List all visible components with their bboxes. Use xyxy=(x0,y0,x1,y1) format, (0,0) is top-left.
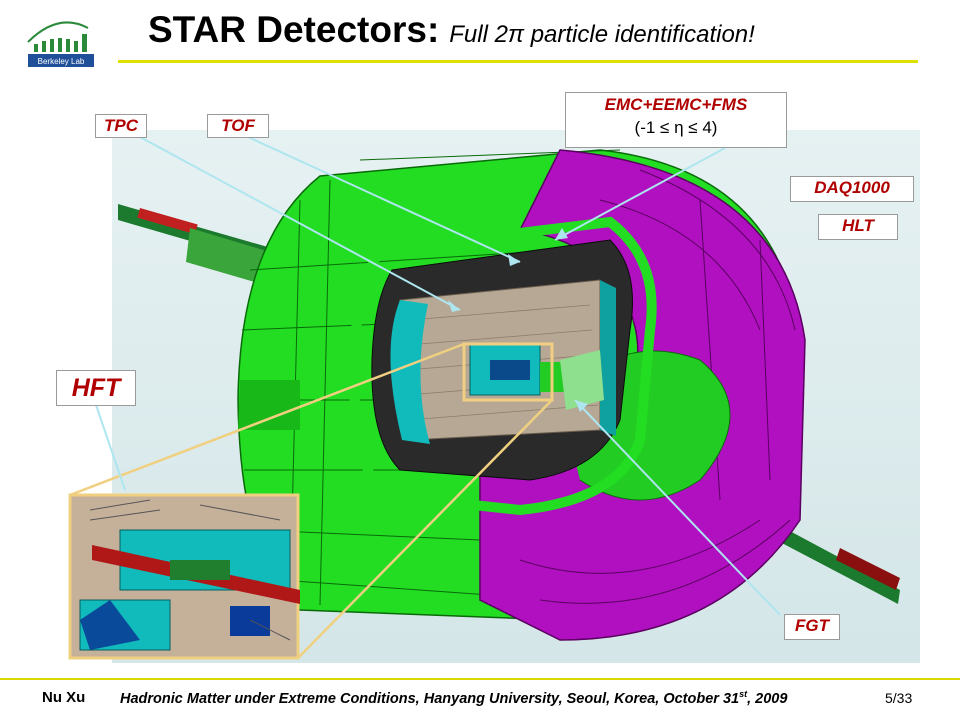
eta-range-label: (-1 ≤ η ≤ 4) xyxy=(634,118,718,137)
emc-label-box: EMC+EEMC+FMS (-1 ≤ η ≤ 4) xyxy=(565,92,787,148)
zoom-connector-lines xyxy=(69,342,553,659)
emc-label: EMC+EEMC+FMS xyxy=(604,95,748,114)
title-subtitle: Full 2π particle identification! xyxy=(449,21,755,48)
title-colon: : xyxy=(426,9,440,50)
slide-footer: Nu Xu Hadronic Matter under Extreme Cond… xyxy=(0,670,960,720)
hft-zoom-inset xyxy=(68,493,300,660)
daq1000-label: DAQ1000 xyxy=(790,176,914,202)
berkeley-lab-logo: Berkeley Lab xyxy=(14,8,104,70)
callout-arrowheads xyxy=(448,228,588,412)
tof-label: TOF xyxy=(207,114,269,138)
emc-barrel xyxy=(348,216,657,516)
footer-venue-sup: st xyxy=(739,689,748,699)
footer-venue-tail: , 2009 xyxy=(747,690,788,707)
title-main: STAR Detectors xyxy=(148,9,427,50)
callout-lines xyxy=(94,136,781,616)
hft-central-region xyxy=(469,344,604,410)
title-underline xyxy=(118,60,918,63)
footer-author: Nu Xu xyxy=(42,689,86,706)
tpc-label: TPC xyxy=(95,114,147,138)
slide-title: STAR Detectors: Full 2π particle identifi… xyxy=(148,6,755,62)
footer-venue: Hadronic Matter under Extreme Conditions… xyxy=(120,689,787,707)
hlt-label: HLT xyxy=(818,214,898,240)
page-number: 5/33 xyxy=(885,690,913,706)
hft-label: HFT xyxy=(56,370,136,406)
logo-text: Berkeley Lab xyxy=(38,57,85,66)
footer-rule xyxy=(0,678,960,680)
fgt-label: FGT xyxy=(784,614,840,640)
hft-highlight-box xyxy=(462,342,554,402)
footer-venue-main: Hadronic Matter under Extreme Conditions… xyxy=(120,690,740,707)
